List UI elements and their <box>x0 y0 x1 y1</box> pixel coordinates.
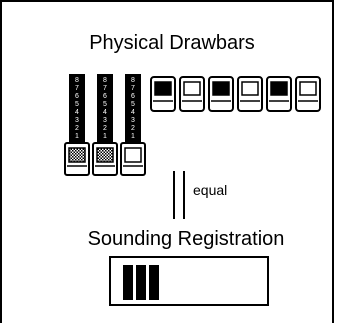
shaft-scale-mark: 3 <box>131 117 135 124</box>
drawbar-knob-face <box>96 147 114 163</box>
shaft-scale-mark: 2 <box>75 125 79 132</box>
registration-frame <box>109 256 269 306</box>
drawbar-knob-face <box>183 81 201 96</box>
shaft-scale-mark: 3 <box>103 117 107 124</box>
shaft-scale-mark: 4 <box>75 109 79 116</box>
drawbar-knob-face <box>212 81 230 96</box>
shaft-scale-mark: 6 <box>75 93 79 100</box>
drawbar-pushed-5 <box>266 76 292 112</box>
drawbar-knob-face <box>124 147 142 163</box>
shaft-scale-mark: 7 <box>131 85 135 92</box>
shaft-scale-mark: 6 <box>103 93 107 100</box>
title: Physical Drawbars <box>89 32 255 54</box>
drawbar-shaft <box>97 74 113 144</box>
shaft-scale-mark: 2 <box>131 125 135 132</box>
shaft-scale-mark: 7 <box>103 85 107 92</box>
drawbar-shaft <box>69 74 85 144</box>
subtitle: Sounding Registration <box>88 228 285 250</box>
registration-bar-2 <box>136 265 146 300</box>
drawbar-pushed-4 <box>237 76 263 112</box>
panel-frame <box>0 0 334 323</box>
drawbar-shaft <box>125 74 141 144</box>
drawbar-pushed-6 <box>295 76 321 112</box>
drawbar-knob-face <box>241 81 259 96</box>
shaft-scale-mark: 8 <box>75 77 79 84</box>
shaft-scale-mark: 1 <box>103 133 107 140</box>
shaft-scale-mark: 2 <box>103 125 107 132</box>
drawbar-pushed-2 <box>179 76 205 112</box>
shaft-scale-mark: 3 <box>75 117 79 124</box>
sounding-registration-box <box>109 256 269 306</box>
shaft-scale-mark: 5 <box>75 101 79 108</box>
drawbar-pushed-3 <box>208 76 234 112</box>
shaft-scale-mark: 4 <box>103 109 107 116</box>
registration-bar-3 <box>149 265 159 300</box>
drawbar-knob-face <box>68 147 86 163</box>
drawbar-pushed-1 <box>150 76 176 112</box>
shaft-scale-mark: 8 <box>103 77 107 84</box>
shaft-scale-mark: 5 <box>131 101 135 108</box>
shaft-scale-mark: 7 <box>75 85 79 92</box>
drawbar-knob-face <box>154 81 172 96</box>
drawbar-knob-face <box>270 81 288 96</box>
shaft-scale-mark: 8 <box>131 77 135 84</box>
registration-bar-1 <box>123 265 133 300</box>
shaft-scale-mark: 5 <box>103 101 107 108</box>
shaft-scale-mark: 6 <box>131 93 135 100</box>
registration-bars <box>123 265 159 300</box>
drawbar-knob-face <box>299 81 317 96</box>
shaft-scale-mark: 1 <box>75 133 79 140</box>
shaft-scale-mark: 4 <box>131 109 135 116</box>
shaft-scale-mark: 1 <box>131 133 135 140</box>
equal-label: equal <box>193 182 227 198</box>
